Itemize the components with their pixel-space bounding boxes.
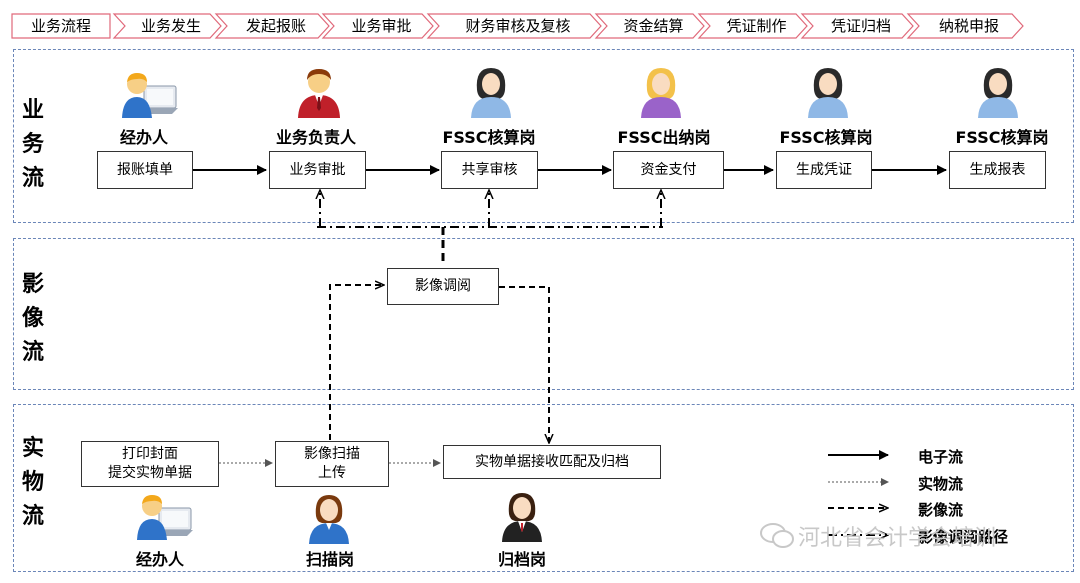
ribbon-label-1: 业务发生: [140, 17, 201, 35]
wechat-icon: [760, 523, 794, 548]
role-fssc-accountant-1: FSSC核算岗: [442, 128, 536, 147]
ribbon-step-3: [321, 13, 434, 39]
step-image-review: 影像调阅: [387, 268, 499, 305]
business-lane: [13, 49, 1074, 223]
scan-line-1: 影像扫描: [304, 446, 360, 462]
ribbon-step-8: [906, 13, 1024, 39]
role-archivist: 归档岗: [497, 550, 546, 569]
ribbon-arrows: [11, 13, 1024, 39]
ribbon-label-3: 业务审批: [351, 17, 412, 35]
physical-lane-title: 实物流: [21, 436, 44, 529]
manager-icon: [296, 66, 342, 118]
ribbon-label-6: 凭证制作: [726, 17, 787, 35]
ribbon-label-2: 发起报账: [245, 17, 306, 35]
ribbon-label-0: 业务流程: [30, 17, 91, 35]
step-generate-voucher: 生成凭证: [776, 151, 872, 189]
role-operator-2: 经办人: [135, 550, 184, 569]
scan-line-2: 上传: [318, 465, 346, 481]
role-manager: 业务负责人: [275, 128, 356, 147]
operator-icon: [122, 70, 178, 120]
step-scan-upload: 影像扫描 上传: [275, 441, 389, 487]
legend-review: 影像调阅路径: [918, 528, 1009, 546]
step-print-submit: 打印封面 提交实物单据: [81, 441, 219, 487]
ribbon-step-1: [112, 13, 222, 39]
ribbon-step-5: [594, 13, 705, 39]
step-business-approval: 业务审批: [269, 151, 366, 189]
image-lane: [13, 238, 1074, 390]
role-operator: 经办人: [119, 128, 168, 147]
ribbon-label-5: 资金结算: [623, 17, 684, 35]
fssc-cashier-icon: [638, 66, 684, 118]
step-fill-form: 报账填单: [97, 151, 193, 189]
legend-electronic: 电子流: [918, 448, 964, 466]
legend-physical: 实物流: [918, 475, 964, 493]
fssc-accountant-icon-3: [975, 66, 1021, 118]
role-fssc-accountant-2: FSSC核算岗: [779, 128, 873, 147]
role-fssc-cashier: FSSC出纳岗: [617, 128, 711, 147]
ribbon-label-4: 财务审核及复核: [465, 17, 571, 35]
print-line-1: 打印封面: [122, 446, 178, 462]
ribbon-label-7: 凭证归档: [830, 17, 891, 35]
scanner-icon: [306, 492, 352, 544]
role-scanner: 扫描岗: [305, 550, 354, 569]
process-ribbon: 业务流程 业务发生 发起报账 业务审批 财务审核及复核 资金结算 凭证制作 凭证…: [0, 0, 1080, 46]
step-generate-report: 生成报表: [949, 151, 1046, 189]
step-archive: 实物单据接收匹配及归档: [443, 445, 661, 479]
print-line-2: 提交实物单据: [108, 465, 192, 481]
role-fssc-accountant-3: FSSC核算岗: [955, 128, 1049, 147]
ribbon-step-2: [214, 13, 330, 39]
image-lane-title: 影像流: [21, 272, 44, 365]
step-shared-review: 共享审核: [441, 151, 538, 189]
ribbon-step-7: [800, 13, 914, 39]
archivist-icon: [499, 490, 545, 542]
ribbon-step-0: [11, 13, 111, 39]
business-lane-title: 业务流: [21, 98, 44, 191]
ribbon-step-6: [697, 13, 808, 39]
ribbon-step-4: [426, 13, 602, 39]
fssc-accountant-icon-1: [468, 66, 514, 118]
watermark-text: 河北省会计学会培训: [798, 526, 997, 551]
legend-image: 影像流: [918, 501, 964, 519]
operator-icon-2: [137, 492, 193, 542]
ribbon-label-8: 纳税申报: [938, 17, 999, 35]
step-fund-payment: 资金支付: [613, 151, 724, 189]
fssc-accountant-icon-2: [805, 66, 851, 118]
